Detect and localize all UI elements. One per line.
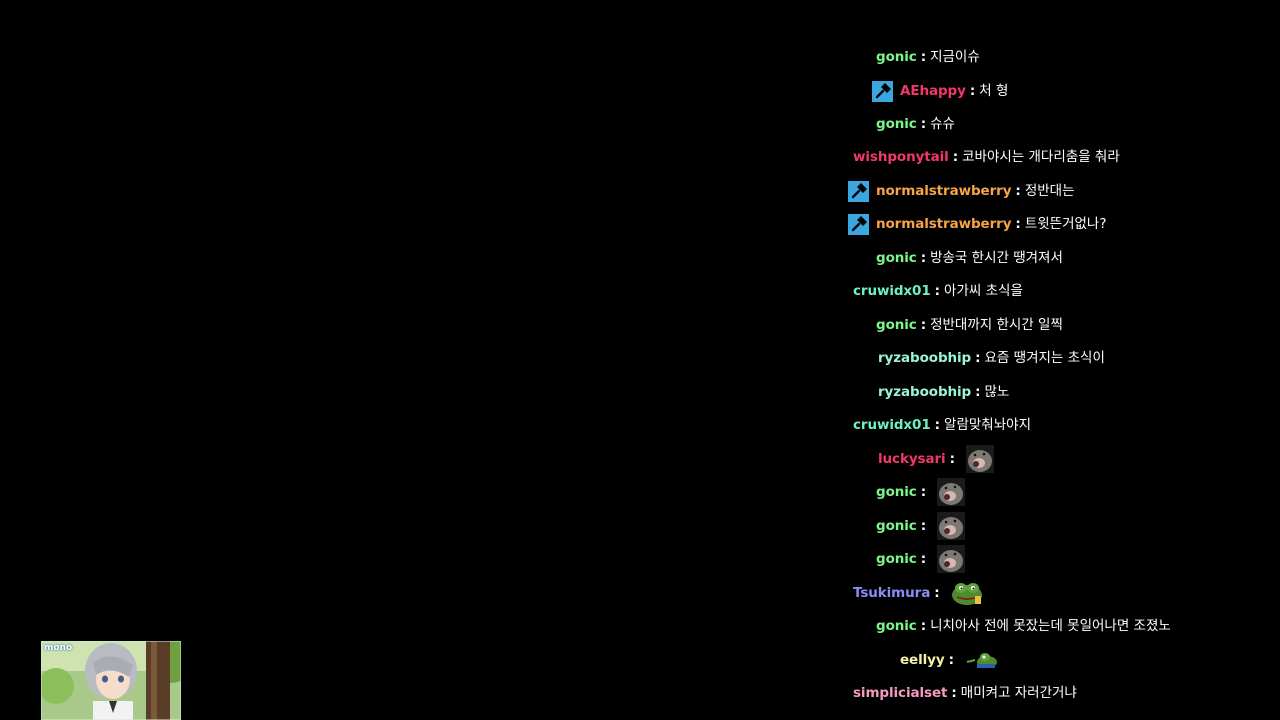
chat-message: Tsukimura : xyxy=(853,579,985,607)
chat-username[interactable]: AEhappy xyxy=(900,83,966,99)
chat-username[interactable]: gonic xyxy=(876,518,917,534)
anime-character-thumbnail xyxy=(41,641,181,720)
chat-message: normalstrawberry : 트윗뜬거없나? xyxy=(848,210,1107,238)
chat-message-text: 방송국 한시간 땡겨져서 xyxy=(930,250,1063,266)
chat-message: wishponytail : 코바야시는 개다리춤을 춰라 xyxy=(853,143,1120,171)
chat-message-text: 아가씨 초식을 xyxy=(944,283,1023,299)
chat-message-text: 많노 xyxy=(984,384,1010,400)
chat-message-text: 요즘 땡겨지는 초식이 xyxy=(984,350,1105,366)
chat-username[interactable]: wishponytail xyxy=(853,149,949,165)
chat-separator: : xyxy=(975,350,981,366)
chat-username[interactable]: gonic xyxy=(876,551,917,567)
chat-message-text: 니치아사 전에 못잤는데 못일어나면 조졌노 xyxy=(930,618,1171,634)
screaming-mole-emote xyxy=(937,512,966,540)
chat-separator: : xyxy=(949,451,955,467)
chat-username[interactable]: gonic xyxy=(876,484,917,500)
chat-username[interactable]: ryzaboobhip xyxy=(878,384,972,400)
chat-message: gonic : xyxy=(876,545,966,573)
chat-message: cruwidx01 : 아가씨 초식을 xyxy=(853,277,1023,305)
chat-message-text: 코바야시는 개다리춤을 춰라 xyxy=(962,149,1120,165)
pepe-frog-emote xyxy=(951,580,985,606)
chat-separator: : xyxy=(920,551,927,567)
chat-message-text: 알람맞춰놔야지 xyxy=(944,417,1031,433)
chat-message: eellyy : xyxy=(900,646,999,674)
chat-message: gonic : xyxy=(876,512,966,540)
screaming-mole-emote xyxy=(965,445,994,473)
moderator-hammer-icon xyxy=(848,213,869,235)
chat-username[interactable]: eellyy xyxy=(900,652,945,668)
chat-username[interactable]: gonic xyxy=(876,317,917,333)
chat-separator: : xyxy=(951,685,957,701)
chat-separator: : xyxy=(1015,216,1021,232)
chat-message-text: 정반대까지 한시간 일찍 xyxy=(930,317,1063,333)
chat-username[interactable]: gonic xyxy=(876,116,917,132)
thumbnail-logo: mono xyxy=(44,643,73,653)
chat-separator: : xyxy=(920,49,927,65)
chat-separator: : xyxy=(934,417,941,433)
screaming-mole-emote xyxy=(937,545,966,573)
chat-username[interactable]: simplicialset xyxy=(853,685,948,701)
chat-message: simplicialset : 매미켜고 자러간거냐 xyxy=(853,679,1077,707)
chat-message: luckysari : xyxy=(878,445,994,473)
chat-message: gonic : xyxy=(876,478,966,506)
chat-username[interactable]: cruwidx01 xyxy=(853,417,931,433)
chat-separator: : xyxy=(934,585,940,601)
chat-message: ryzaboobhip : 많노 xyxy=(878,378,1009,406)
chat-message-text: 매미켜고 자러간거냐 xyxy=(960,685,1077,701)
chat-username[interactable]: gonic xyxy=(876,49,917,65)
chat-username[interactable]: normalstrawberry xyxy=(876,183,1012,199)
chat-message: gonic : 방송국 한시간 땡겨져서 xyxy=(876,244,1063,272)
chat-message-text: 슈슈 xyxy=(930,116,955,132)
chat-separator: : xyxy=(920,116,927,132)
screaming-mole-emote xyxy=(937,478,966,506)
chat-username[interactable]: cruwidx01 xyxy=(853,283,931,299)
chat-separator: : xyxy=(969,83,976,99)
chat-message: gonic : 정반대까지 한시간 일찍 xyxy=(876,311,1063,339)
chat-separator: : xyxy=(920,518,927,534)
moderator-hammer-icon xyxy=(872,80,893,102)
chat-message-text: 정반대는 xyxy=(1024,183,1075,199)
chat-separator: : xyxy=(948,652,954,668)
pepe-swim-emote xyxy=(965,650,999,670)
chat-message: cruwidx01 : 알람맞춰놔야지 xyxy=(853,411,1031,439)
chat-separator: : xyxy=(952,149,959,165)
chat-message-text: 트윗뜬거없나? xyxy=(1024,216,1107,232)
chat-message-text: 처 형 xyxy=(979,83,1009,99)
chat-message: gonic : 슈슈 xyxy=(876,110,955,138)
chat-message: AEhappy : 처 형 xyxy=(872,77,1008,105)
chat-username[interactable]: gonic xyxy=(876,250,917,266)
chat-separator: : xyxy=(920,317,927,333)
stream-thumbnail[interactable]: mono xyxy=(41,641,181,720)
chat-username[interactable]: Tsukimura xyxy=(853,585,931,601)
chat-message-text: 지금이슈 xyxy=(930,49,980,65)
chat-message: normalstrawberry : 정반대는 xyxy=(848,177,1075,205)
chat-message: ryzaboobhip : 요즘 땡겨지는 초식이 xyxy=(878,344,1105,372)
chat-separator: : xyxy=(1015,183,1021,199)
chat-username[interactable]: ryzaboobhip xyxy=(878,350,972,366)
chat-separator: : xyxy=(975,384,981,400)
chat-username[interactable]: luckysari xyxy=(878,451,946,467)
moderator-hammer-icon xyxy=(848,180,869,202)
chat-separator: : xyxy=(920,250,927,266)
chat-message: gonic : 지금이슈 xyxy=(876,43,980,71)
chat-username[interactable]: gonic xyxy=(876,618,917,634)
chat-separator: : xyxy=(920,484,927,500)
chat-message: gonic : 니치아사 전에 못잤는데 못일어나면 조졌노 xyxy=(876,612,1171,640)
chat-username[interactable]: normalstrawberry xyxy=(876,216,1012,232)
chat-separator: : xyxy=(934,283,941,299)
chat-separator: : xyxy=(920,618,927,634)
